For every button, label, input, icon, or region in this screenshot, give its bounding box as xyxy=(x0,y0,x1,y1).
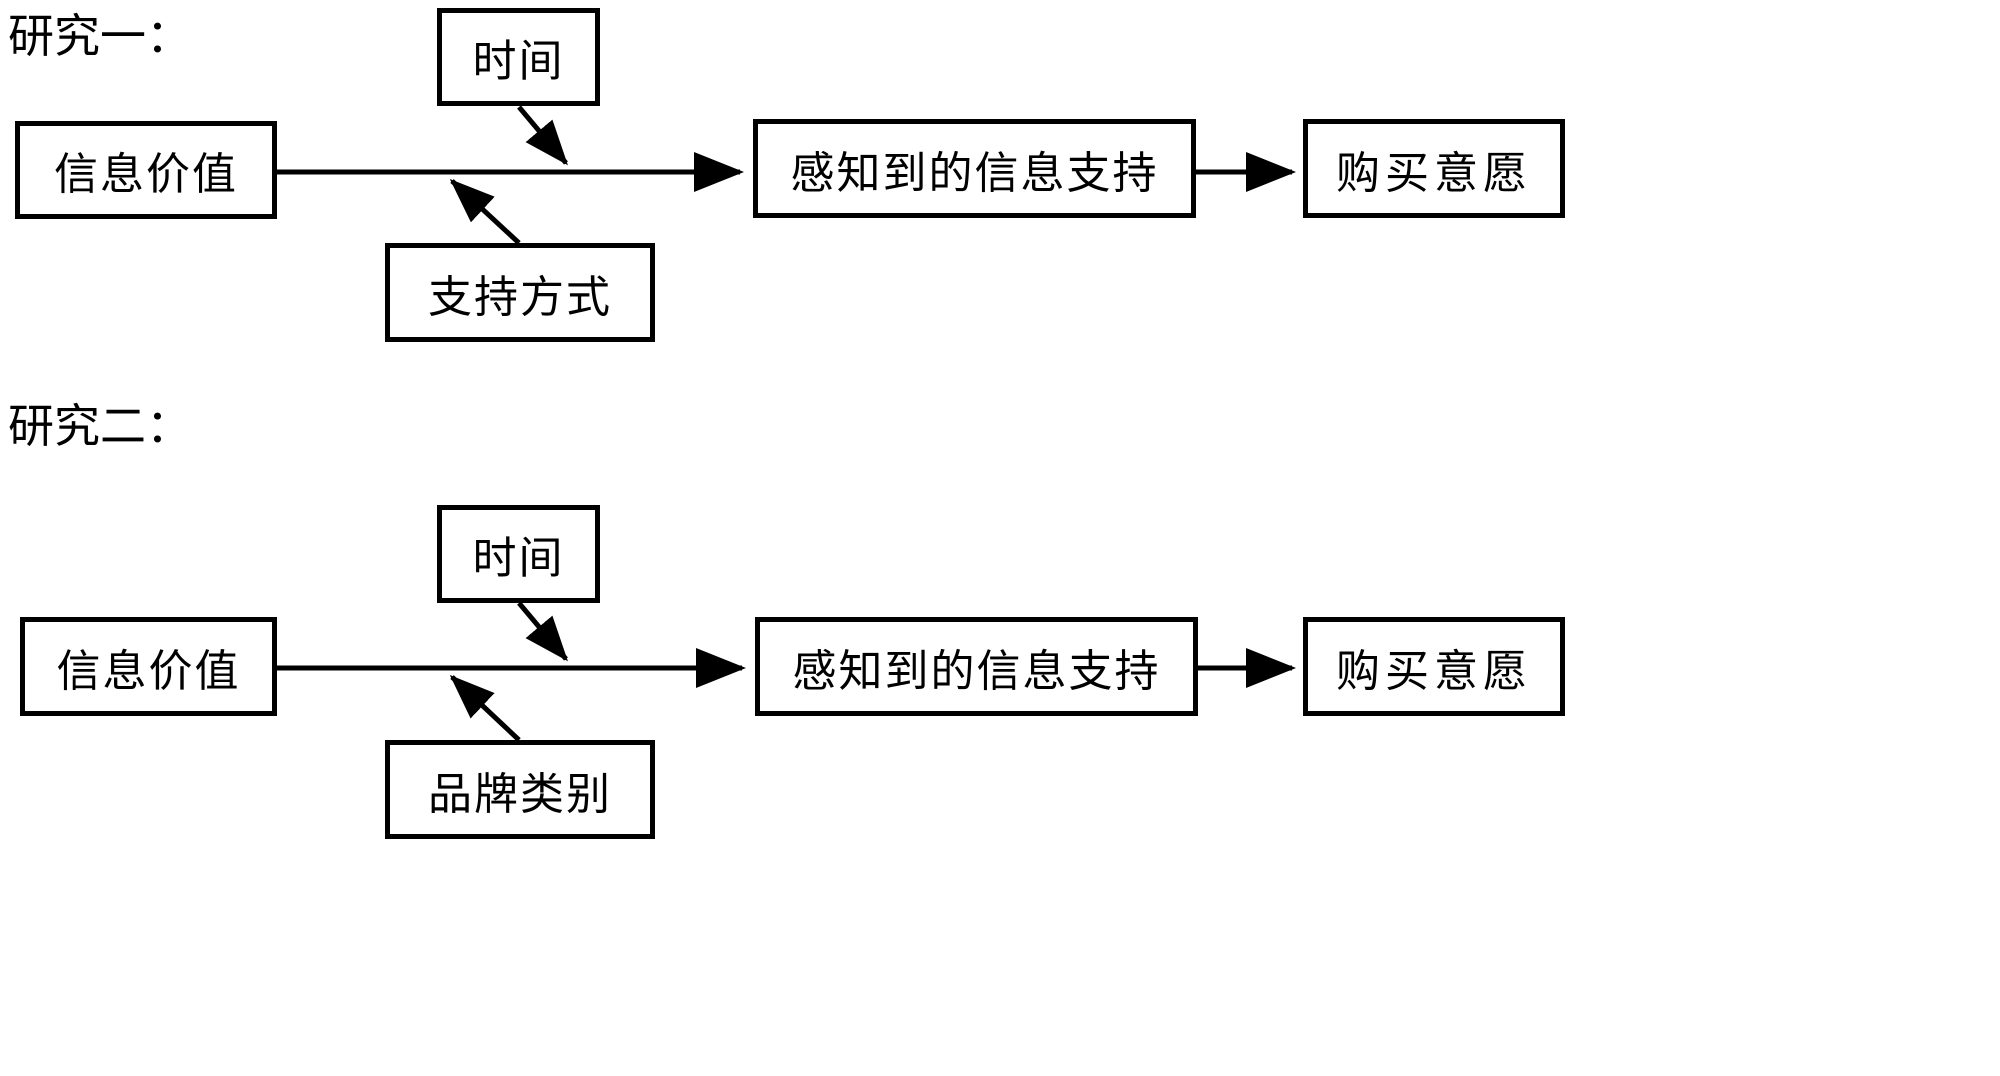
study1-label: 研究一： xyxy=(8,11,192,62)
edge-time-moderation-study2 xyxy=(517,601,568,662)
study1-node-information-value[interactable]: 信息价值 xyxy=(15,121,277,219)
study1-node-support-type[interactable]: 支持方式 xyxy=(385,243,655,342)
study1-node-time[interactable]: 时间 xyxy=(437,8,600,106)
edge-supporttype-moderation-study1 xyxy=(449,178,521,245)
edge-brandtype-moderation-study2 xyxy=(449,674,521,742)
edge-time-moderation-study1 xyxy=(517,105,568,166)
study1-node-purchase-intention[interactable]: 购买意愿 xyxy=(1303,119,1565,218)
study1-node-perceived-information-support[interactable]: 感知到的信息支持 xyxy=(753,119,1196,218)
study2-node-information-value[interactable]: 信息价值 xyxy=(20,617,277,716)
study2-node-time[interactable]: 时间 xyxy=(437,505,600,603)
study2-label: 研究二： xyxy=(8,401,192,452)
study2-node-purchase-intention[interactable]: 购买意愿 xyxy=(1303,617,1565,716)
study2-node-brand-type[interactable]: 品牌类别 xyxy=(385,740,655,839)
study2-node-perceived-information-support[interactable]: 感知到的信息支持 xyxy=(755,617,1198,716)
